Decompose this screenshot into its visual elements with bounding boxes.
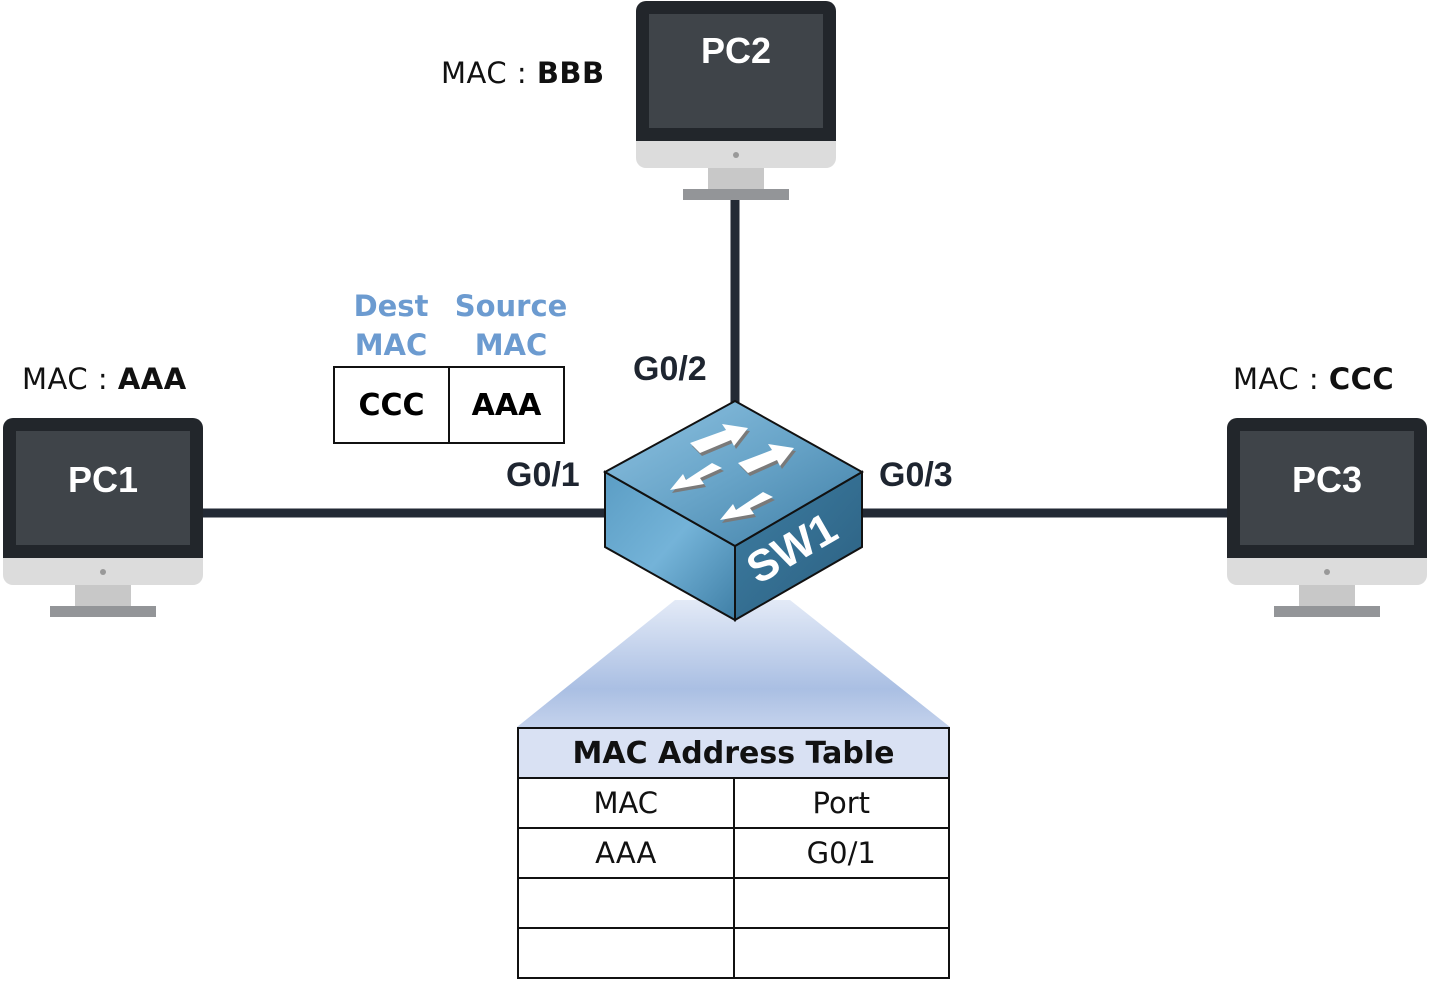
pc3-label: PC3	[1291, 459, 1363, 500]
table-row: AAA G0/1	[517, 827, 950, 879]
pc1-label: PC1	[67, 459, 139, 500]
monitor-stand	[708, 168, 764, 189]
ethernet-frame: CCC AAA	[333, 366, 565, 444]
table-title: MAC Address Table	[517, 727, 950, 779]
pc2-label: PC2	[700, 30, 772, 71]
switch-top-face	[602, 399, 865, 548]
table-cell-port	[732, 877, 950, 929]
table-cell-mac	[517, 927, 735, 979]
monitor-stand	[75, 585, 131, 606]
power-led	[1324, 569, 1330, 575]
table-header-row: MAC Port	[517, 777, 950, 829]
table-cell-mac	[517, 877, 735, 929]
pc3-computer[interactable]: PC3	[1227, 418, 1427, 618]
power-led	[100, 569, 106, 575]
monitor-base	[683, 189, 789, 200]
column-header-mac: MAC	[517, 777, 735, 829]
pc1-mac-label: MAC : AAA	[22, 362, 187, 396]
port-label-g0-3: G0/3	[879, 456, 953, 494]
pc2-mac-value: BBB	[536, 56, 605, 90]
pc3-mac-value: CCC	[1328, 362, 1395, 396]
monitor-screen: PC2	[649, 14, 823, 128]
table-row	[517, 877, 950, 929]
monitor-stand	[1299, 585, 1355, 606]
column-header-port: Port	[732, 777, 950, 829]
pc1-mac-value: AAA	[117, 362, 187, 396]
table-row	[517, 927, 950, 979]
port-label-g0-1: G0/1	[506, 456, 580, 494]
dest-header-line1: Dest	[353, 289, 429, 323]
mac-prefix: MAC :	[1233, 362, 1329, 396]
monitor-base	[50, 606, 156, 617]
frame-source-mac: AAA	[448, 368, 563, 442]
table-cell-port	[732, 927, 950, 979]
mac-prefix: MAC :	[441, 56, 537, 90]
port-label-g0-2: G0/2	[633, 350, 707, 388]
dest-header-line2: MAC	[354, 328, 428, 362]
frame-dest-mac: CCC	[358, 387, 425, 423]
switch-sw1[interactable]: SW1	[602, 399, 865, 622]
monitor-screen: PC1	[16, 431, 190, 545]
mac-prefix: MAC :	[22, 362, 118, 396]
table-cell-mac: AAA	[517, 827, 735, 879]
mac-address-table: MAC Address Table MAC Port AAA G0/1	[517, 727, 950, 979]
monitor-screen: PC3	[1240, 431, 1414, 545]
table-title-row: MAC Address Table	[517, 727, 950, 779]
monitor-base	[1274, 606, 1380, 617]
switch-arrows-icon	[670, 424, 796, 523]
pc2-mac-label: MAC : BBB	[441, 56, 605, 90]
pc3-mac-label: MAC : CCC	[1233, 362, 1394, 396]
source-mac-header: Source MAC	[446, 287, 576, 365]
table-cell-port: G0/1	[732, 827, 950, 879]
power-led	[733, 152, 739, 158]
table-projection-cone	[517, 600, 950, 727]
source-header-line1: Source	[454, 289, 568, 323]
source-header-line2: MAC	[474, 328, 548, 362]
pc1-computer[interactable]: PC1	[3, 418, 203, 618]
pc2-computer[interactable]: PC2	[636, 1, 836, 201]
dest-mac-header: Dest MAC	[326, 287, 456, 365]
